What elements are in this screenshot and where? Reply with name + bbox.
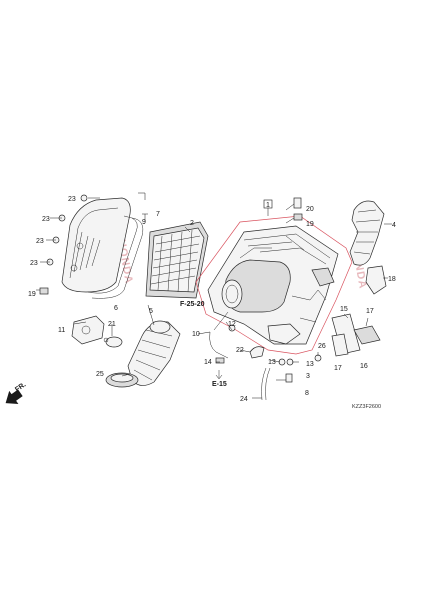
label-part-23b: 23 <box>42 216 50 223</box>
label-part-25: 25 <box>96 371 104 378</box>
label-part-12: 12 <box>228 321 236 328</box>
label-part-13b: 13 <box>306 361 314 368</box>
leader-lines <box>36 192 392 399</box>
air-cleaner-cover <box>61 197 131 293</box>
label-part-24: 24 <box>240 396 248 403</box>
label-part-16: 16 <box>360 363 368 370</box>
frame-reference: F-25-20 <box>180 301 205 308</box>
intake-sensor <box>71 315 105 345</box>
label-part-14: 14 <box>204 359 212 366</box>
cover-gasket <box>87 215 144 299</box>
label-part-5: 5 <box>149 308 153 315</box>
label-part-21: 21 <box>108 321 116 328</box>
label-part-17b: 17 <box>334 365 342 372</box>
label-part-23c: 23 <box>36 238 44 245</box>
label-part-19b: 19 <box>28 291 36 298</box>
label-part-6: 6 <box>114 305 118 312</box>
label-part-10: 10 <box>192 331 200 338</box>
label-part-23a: 23 <box>68 196 76 203</box>
breather-tube <box>209 311 229 359</box>
bracket <box>365 265 387 295</box>
air-cleaner-case <box>207 225 339 345</box>
label-part-15: 15 <box>340 306 348 313</box>
label-part-4: 4 <box>392 222 396 229</box>
label-part-11: 11 <box>58 327 65 334</box>
front-arrow: FR. <box>5 381 27 404</box>
label-part-17a: 17 <box>366 308 374 315</box>
label-part-23d: 23 <box>30 260 38 267</box>
intake-duct <box>349 200 385 266</box>
label-part-3: 3 <box>306 373 310 380</box>
diagram-code: KZZ3F2600 <box>352 404 381 410</box>
label-part-7: 7 <box>156 211 160 218</box>
label-part-22: 22 <box>236 347 244 354</box>
label-part-13a: 13 <box>268 359 276 366</box>
electrical-reference: E-15 <box>212 381 227 388</box>
label-part-18: 18 <box>388 276 396 283</box>
front-arrow-label: FR. <box>14 381 27 393</box>
label-part-8: 8 <box>305 390 309 397</box>
drain-tube <box>261 367 271 401</box>
label-part-9: 9 <box>142 219 146 226</box>
connecting-tube <box>127 320 181 386</box>
label-part-20: 20 <box>306 206 314 213</box>
label-part-1: 1 <box>266 202 270 209</box>
air-filter-element <box>145 221 209 299</box>
label-part-26: 26 <box>318 343 326 350</box>
label-part-19a: 19 <box>306 221 314 228</box>
tube-clamp <box>103 336 123 348</box>
electrical-reference-arrow <box>215 370 223 380</box>
part-labels: 1 2 3 4 5 6 7 8 9 10 11 12 13 13 14 15 1… <box>28 196 396 403</box>
filter-pads <box>331 313 381 357</box>
label-part-2: 2 <box>190 220 194 227</box>
